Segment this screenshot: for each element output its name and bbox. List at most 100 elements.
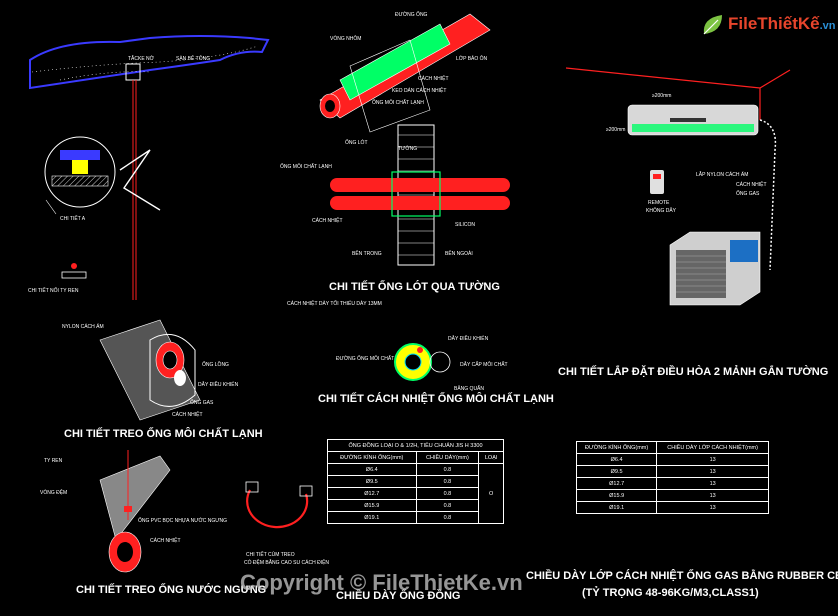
copper-col-diameter: ĐƯỜNG KÍNH ỐNG(mm) [327,451,417,464]
label-washer: VÒNG ĐỆM [40,488,67,496]
pipe-run-down [759,119,777,271]
title-insulation: CHI TIẾT CÁCH NHIỆT ỐNG MÔI CHẤT LẠNH [318,391,554,405]
label-rod-joint: CHI TIẾT NỐI TY REN [28,287,79,294]
label-nylon-moisture: NYLON CÁCH ẨM [62,323,104,330]
label-insulation-layer: LỚP BẢO ÔN [456,55,488,62]
label-pipe-clamp: ỐNG LỒNG [202,361,229,368]
copyright-watermark: Copyright © FileThietKe.vn [240,570,523,595]
threaded-rod-bracket [119,149,161,211]
label-foam-ring: VÒNG NHÔM [330,35,361,42]
cell: 0.8 [415,499,480,512]
title-copper-thickness: CHIỀU DÀY ỐNG ĐỒNG [336,588,460,602]
title-rubber-insulation-sub: (TỶ TRỌNG 48-96KG/M3,CLASS1) [582,586,759,599]
label-clearance-side: ≥200mm [606,127,625,133]
detail-a-circle [44,136,116,215]
copper-table-caption: ỐNG ĐỒNG LOẠI O & 1/2H, TIÊU CHUẨN JIS H… [327,439,504,452]
cell: 13 [656,465,769,478]
label-wrap-tape: BĂNG QUẤN [454,385,484,392]
cell: 0.8 [415,463,480,476]
label-gas-pipe2: ỐNG GAS [736,190,760,197]
outdoor-unit [669,231,761,306]
label-concrete-floor: SÀN BÊ TÔNG [176,54,210,62]
label-sleeve: ỐNG LÓT [345,139,368,146]
label-refrig-pipe3: ĐƯỜNG ỐNG MÔI CHẤT [336,355,394,362]
ceiling-anchor [125,63,141,300]
label-silicon: SILICON [455,222,475,228]
label-refrigerant-pipe: ỐNG MÔI CHẤT LẠNH [372,99,424,106]
copper-col-thickness: CHIỀU DÀY(mm) [415,451,480,464]
insulated-pipe-3d [319,13,491,133]
cell: Ø12.7 [575,477,658,490]
rod-joint-detail [61,263,87,279]
cell-type: O [478,463,504,524]
cell: Ø15.9 [327,499,417,512]
label-power-cable: DÂY CẤP MÔI CHẤT [460,361,508,368]
label-wireless: KHÔNG DÂY [646,207,677,214]
label-insulation2: CÁCH NHIỆT [418,74,449,82]
ceiling-slab [29,35,270,90]
site-logo[interactable]: FileThiếtKế.vn [700,8,836,48]
title-hanger-refrigerant: CHI TIẾT TREO ỐNG MÔI CHẤT LẠNH [64,426,263,440]
logo-text: FileThiếtKế.vn [728,14,836,33]
rubber-insulation-table: ĐƯỜNG KÍNH ỐNG(mm) CHIỀU DÀY LỚP CÁCH NH… [575,441,769,514]
copper-col-type: LOẠI [478,451,504,464]
label-pvc-pipe: ỐNG PVC BỌC NHỰA NƯỚC NGƯNG [138,517,227,524]
label-insulation3: CÁCH NHIỆT [312,216,343,224]
label-wall: TƯỜNG [398,145,417,152]
label-detail-a: CHI TIẾT A [60,215,86,222]
label-gas-pipe: ỐNG GAS [190,399,214,406]
remote-icon [650,170,664,194]
cell: 0.8 [415,487,480,500]
cell: Ø6.4 [327,463,417,476]
label-ceiling-anchor: TẮCKE NỞ [128,54,155,62]
rubber-col-thickness: CHIỀU DÀY LỚP CÁCH NHIỆT(mm) [656,441,769,454]
cell: 0.8 [415,511,480,524]
label-clamp-note2: CÓ ĐỆM BẰNG CAO SU CÁCH ĐIỆN [244,558,329,566]
cell: Ø15.9 [575,489,658,502]
pipes-through-wall [330,171,510,217]
rubber-col-diameter: ĐƯỜNG KÍNH ỐNG(mm) [575,441,658,454]
title-wall-sleeve: CHI TIẾT ỐNG LÓT QUA TƯỜNG [329,279,500,293]
pipe-bundle-hanger [99,319,201,421]
label-control-wire2: DÂY ĐIỀU KHIỂN [448,335,489,342]
leaf-logo-icon [703,15,722,35]
cell: 0.8 [415,475,480,488]
title-split-install: CHI TIẾT LẮP ĐẶT ĐIỀU HÒA 2 MẢNH GẮN TƯỜ… [558,365,828,378]
label-copper-pipe: ĐƯỜNG ỐNG [395,11,428,18]
cell: 13 [656,453,769,466]
pipe-clamp-ring [245,481,313,529]
cell: 13 [656,501,769,514]
copper-thickness-table: ỐNG ĐỒNG LOẠI O & 1/2H, TIÊU CHUẨN JIS H… [327,439,504,524]
label-clearance-top: ≥200mm [652,93,671,99]
cell: Ø19.1 [575,501,658,514]
label-control-wire: DÂY ĐIỀU KHIỂN [198,381,239,388]
label-insulation: CÁCH NHIỆT [172,410,203,418]
label-insulation4: CÁCH NHIỆT [150,536,181,544]
cell: Ø19.1 [327,511,417,524]
title-condensate-hanger: CHI TIẾT TREO ỐNG NƯỚC NGƯNG [76,582,266,596]
label-outside: BÊN NGOÀI [445,249,473,257]
label-clamp-note1: CHI TIẾT CÙM TREO [246,551,295,558]
label-min-insulation: CÁCH NHIỆT DÀY TỐI THIỂU DÀY 13MM [287,299,382,307]
cell: Ø9.5 [327,475,417,488]
label-refrigerant-pipe2: ỐNG MÔI CHẤT LẠNH [280,163,332,170]
label-adhesive: KEO DÁN CÁCH NHIỆT [392,86,446,94]
insulation-cross-section [394,343,451,381]
cell: Ø9.5 [575,465,658,478]
title-rubber-insulation: CHIỀU DÀY LỚP CÁCH NHIỆT ỐNG GAS BẰNG RU… [526,568,838,582]
indoor-unit [627,104,759,136]
label-nylon-wrap: LẮP NYLON CÁCH ẨM [696,170,748,178]
cell: 13 [656,489,769,502]
condensate-pipe [99,450,171,573]
label-remote: REMOTE [648,200,670,206]
room-outline [565,67,791,120]
